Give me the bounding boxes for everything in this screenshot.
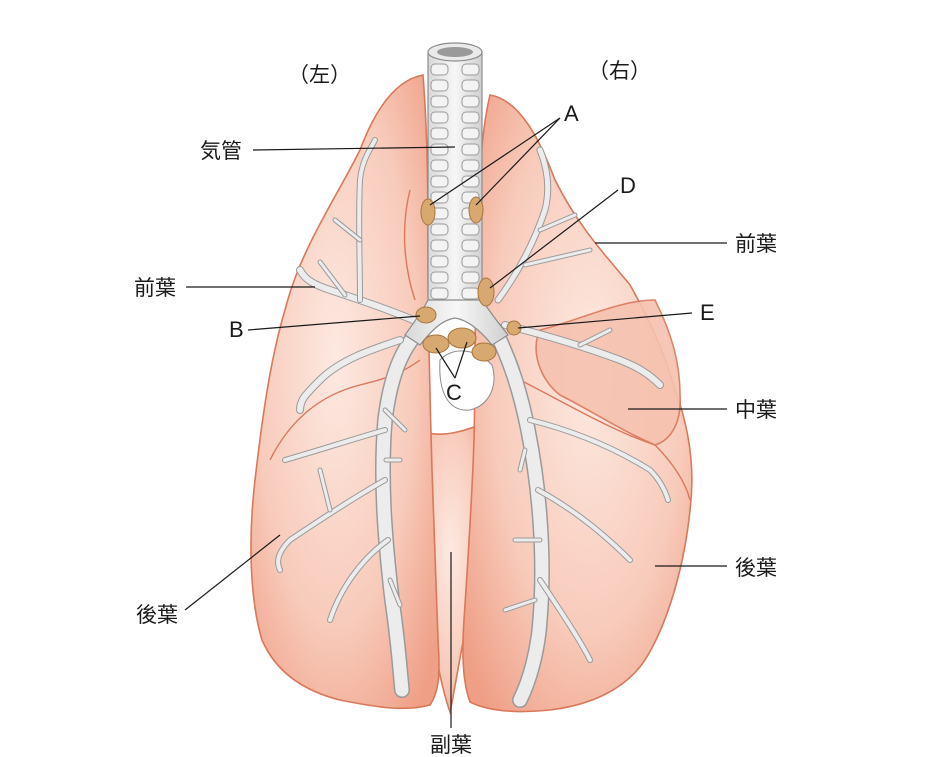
right-anterior-lobe-label: 前葉 — [735, 232, 777, 256]
lymph-node-c-center — [447, 327, 477, 349]
lymph-nodes — [415, 196, 522, 362]
node-b-label: B — [229, 317, 244, 342]
node-c-label: C — [446, 380, 462, 405]
trachea-shape — [404, 42, 509, 411]
left-side-label: （左） — [288, 63, 351, 87]
lymph-node-b — [415, 306, 437, 324]
left-lung-cranial-edge — [403, 189, 416, 301]
lymph-node-a-left — [420, 198, 436, 226]
node-e-label: E — [700, 300, 715, 325]
node-d-label: D — [620, 173, 636, 198]
lymph-node-c-right — [471, 342, 497, 362]
accessory-lobe-label: 副葉 — [430, 733, 472, 757]
node-a-label: A — [564, 101, 579, 126]
trachea-label: 気管 — [200, 139, 242, 163]
right-lung-fissure — [519, 379, 691, 501]
left-anterior-lobe-label: 前葉 — [134, 276, 176, 300]
right-posterior-lobe-label: 後葉 — [735, 556, 777, 580]
lymph-node-c-left — [422, 334, 450, 354]
right-middle-lobe-label: 中葉 — [735, 398, 777, 422]
left-posterior-lobe-label: 後葉 — [136, 603, 178, 627]
right-bronchial-tree — [487, 146, 671, 708]
lymph-node-d — [477, 277, 495, 307]
lymph-node-a-right — [468, 196, 484, 224]
left-lung-shape — [250, 74, 440, 710]
right-side-label: （右） — [588, 59, 651, 83]
left-bronchial-tree — [275, 137, 428, 698]
leader-lines — [184, 117, 727, 728]
